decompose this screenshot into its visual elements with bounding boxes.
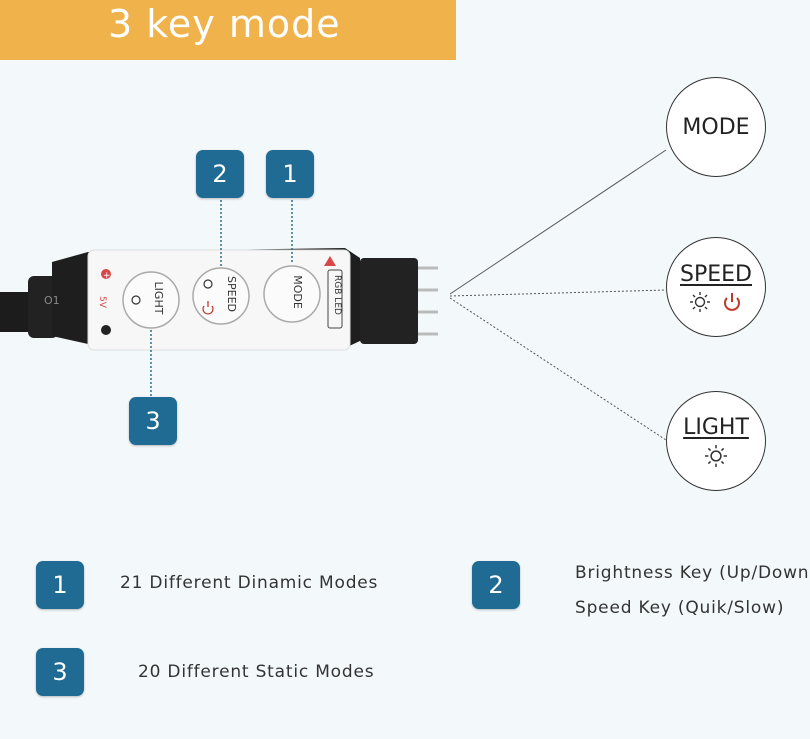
mode-marker: 1 [266, 150, 314, 198]
svg-text:O1: O1 [44, 294, 60, 307]
sun-icon [705, 444, 727, 467]
rgb-led-badge [327, 269, 343, 329]
light-callout: LIGHT [666, 391, 766, 491]
mode-button [263, 265, 321, 323]
svg-text:SPEED: SPEED [225, 276, 238, 312]
light-button [122, 271, 180, 329]
svg-text:LIGHT: LIGHT [152, 282, 165, 315]
legend-item1-text: 21 Different Dinamic Modes [120, 573, 379, 593]
power-icon [202, 301, 214, 315]
svg-text:+: + [103, 271, 111, 281]
warning-icon [324, 256, 336, 266]
svg-text:RGB LED: RGB LED [332, 275, 342, 315]
title-banner [0, 0, 456, 60]
legend-item2-line1: Brightness Key (Up/Down [575, 563, 810, 583]
legend-item2-number: 2 [472, 561, 520, 609]
mode-callout-label: MODE [682, 114, 750, 140]
speed-callout-label: SPEED [680, 261, 752, 287]
legend-item2-line2: Speed Key (Quik/Slow) [575, 598, 785, 618]
cable-strain-relief [28, 276, 58, 338]
svg-text:5V: 5V [97, 296, 107, 309]
legend-item1-number: 1 [36, 561, 84, 609]
svg-text:MODE: MODE [291, 275, 304, 309]
sun-icon [690, 291, 710, 312]
legend-item3-number: 3 [36, 648, 84, 696]
speed-callout: SPEED [666, 237, 766, 337]
minus-mark-icon [101, 325, 111, 335]
speed-marker: 2 [196, 150, 244, 198]
mode-callout: MODE [666, 77, 766, 177]
sun-icon [131, 295, 141, 305]
light-callout-label: LIGHT [683, 414, 749, 440]
power-icon [724, 292, 740, 311]
sun-icon [203, 279, 213, 289]
legend-item3-text: 20 Different Static Modes [138, 662, 375, 682]
pin-connector [360, 258, 418, 344]
page-title: 3 key mode [108, 2, 341, 46]
light-marker: 3 [129, 397, 177, 445]
plus-mark-icon [101, 269, 111, 279]
speed-button [192, 267, 250, 325]
